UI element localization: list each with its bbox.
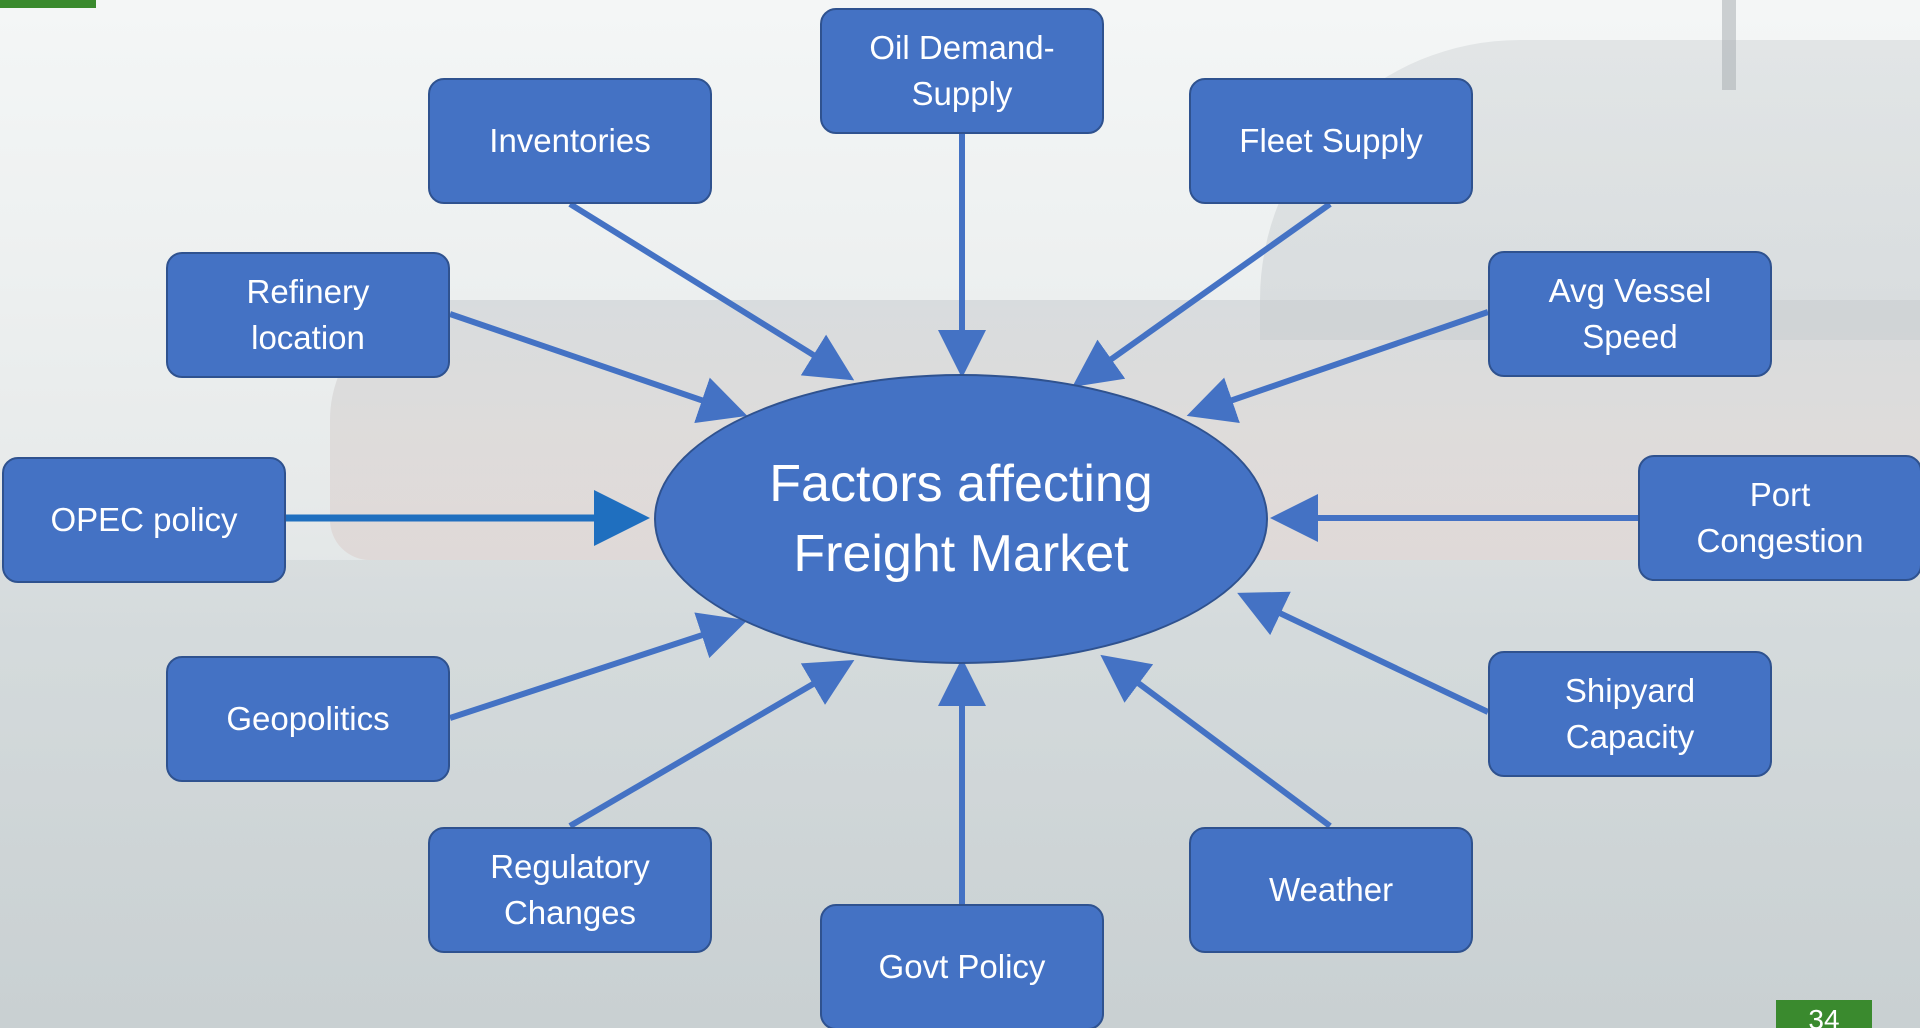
arrow-inventories [568, 201, 855, 381]
node-weather: Weather [1189, 827, 1473, 953]
node-geopolitics-label: Geopolitics [226, 700, 390, 737]
node-avg-vessel-speed: Avg Vessel Speed [1488, 251, 1772, 377]
node-shipyard-capacity: Shipyard Capacity [1488, 651, 1772, 777]
node-govt-policy-label: Govt Policy [878, 948, 1046, 985]
node-govt-policy: Govt Policy [820, 904, 1104, 1028]
arrow-fleet-supply [1072, 201, 1332, 387]
central-node-title: Factors affecting Freight Market [769, 455, 1153, 583]
node-oil-demand-supply: Oil Demand- Supply [820, 8, 1104, 134]
corner-accent-bar [0, 0, 96, 8]
node-refinery-location: Refinery location [166, 252, 450, 378]
background-ship-mast [1722, 0, 1736, 90]
node-weather-label: Weather [1268, 871, 1394, 908]
node-port-congestion-label: Port Congestion [1696, 476, 1864, 559]
arrow-weather [1100, 654, 1332, 829]
node-fleet-supply-label: Fleet Supply [1239, 122, 1423, 159]
node-opec-policy: OPEC policy [2, 457, 286, 583]
node-inventories: Inventories [428, 78, 712, 204]
page-number: 34 [1776, 1000, 1872, 1028]
central-node: Factors affecting Freight Market [654, 374, 1268, 664]
arrow-regulatory-changes [568, 659, 855, 829]
arrow-avg-vessel-speed [1186, 309, 1489, 423]
node-shipyard-capacity-label: Shipyard Capacity [1564, 672, 1696, 755]
node-regulatory-changes-label: Regulatory Changes [490, 848, 650, 931]
arrow-geopolitics [449, 612, 748, 721]
arrow-refinery-location [449, 311, 748, 424]
node-refinery-location-label: Refinery location [246, 273, 370, 356]
node-port-congestion: Port Congestion [1638, 455, 1920, 581]
arrow-shipyard-capacity [1237, 591, 1490, 715]
node-fleet-supply: Fleet Supply [1189, 78, 1473, 204]
node-regulatory-changes: Regulatory Changes [428, 827, 712, 953]
node-avg-vessel-speed-label: Avg Vessel Speed [1548, 272, 1712, 355]
node-oil-demand-supply-label: Oil Demand- Supply [869, 29, 1055, 112]
node-opec-policy-label: OPEC policy [50, 501, 238, 538]
node-geopolitics: Geopolitics [166, 656, 450, 782]
node-inventories-label: Inventories [489, 122, 651, 159]
